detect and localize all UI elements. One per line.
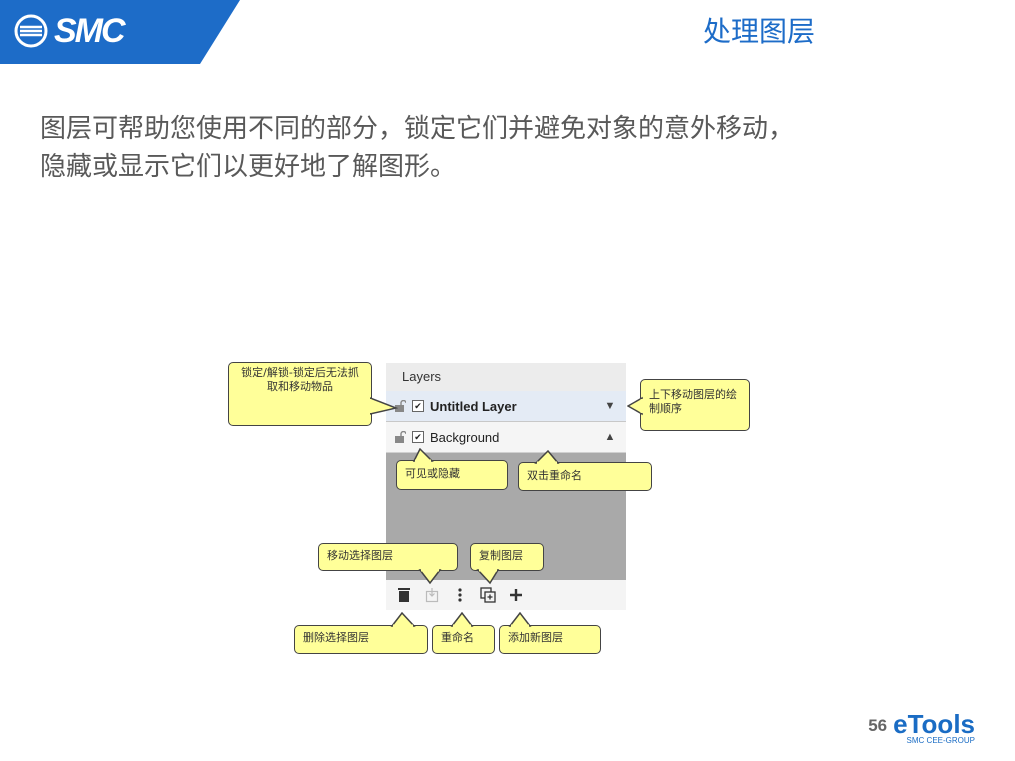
callout-duplicate-text: 复制图层 (479, 549, 523, 562)
move-to-layer-icon[interactable] (424, 587, 440, 603)
visibility-checkbox[interactable]: ✔ (412, 400, 424, 412)
callout-lock-text: 锁定/解锁-锁定后无法抓取和移动物品 (241, 366, 359, 393)
header-banner (0, 0, 240, 64)
layer-row-untitled[interactable]: ✔ Untitled Layer ▼ (386, 391, 626, 422)
callout-visible-pointer (412, 448, 434, 462)
callout-move-selection: 移动选择图层 (318, 543, 458, 571)
callout-duplicate-pointer (476, 569, 500, 585)
logo-text: SMC (54, 12, 126, 50)
callout-delete-selection-pointer (390, 612, 416, 627)
callout-move-selection-text: 移动选择图层 (327, 549, 393, 562)
layer-row-background[interactable]: ✔ Background ▲ (386, 422, 626, 453)
smc-logo-mark-icon (14, 14, 48, 48)
move-down-arrow-icon[interactable]: ▼ (604, 400, 616, 412)
page-title: 处理图层 (702, 15, 815, 48)
lock-icon[interactable] (394, 431, 406, 443)
etools-name: eTools (893, 709, 975, 739)
duplicate-icon[interactable] (480, 587, 496, 603)
etools-logo: eTools SMC CEE-GROUP (893, 709, 975, 746)
callout-visible: 可见或隐藏 (396, 460, 508, 490)
callout-order-text: 上下移动图层的绘制顺序 (649, 388, 737, 415)
callout-rename-dbl-text: 双击重命名 (527, 469, 582, 482)
move-up-arrow-icon[interactable]: ▲ (604, 431, 616, 443)
callout-order: 上下移动图层的绘制顺序 (640, 379, 750, 431)
page-number: 56 (868, 716, 888, 735)
callout-delete-selection-text: 删除选择图层 (303, 631, 369, 644)
footer: 56 eTools SMC CEE-GROUP (868, 709, 975, 746)
intro-line-1: 图层可帮助您使用不同的部分，锁定它们并避免对象的意外移动， (40, 114, 795, 144)
intro-text: 图层可帮助您使用不同的部分，锁定它们并避免对象的意外移动， 隐藏或显示它们以更好… (40, 110, 920, 186)
callout-visible-text: 可见或隐藏 (405, 467, 460, 480)
visibility-checkbox[interactable]: ✔ (412, 431, 424, 443)
more-vertical-icon[interactable] (452, 587, 468, 603)
callout-rename-text: 重命名 (441, 631, 474, 644)
callout-duplicate: 复制图层 (470, 543, 544, 571)
callout-rename: 重命名 (432, 625, 495, 654)
etools-group: SMC CEE-GROUP (906, 736, 975, 745)
layers-panel-header: Layers (386, 363, 626, 391)
smc-logo: SMC (14, 10, 126, 52)
callout-rename-dbl-pointer (534, 450, 560, 464)
callout-rename-pointer (450, 612, 474, 627)
callout-add-layer-text: 添加新图层 (508, 631, 563, 644)
layer-name[interactable]: Background (430, 429, 500, 445)
callout-add-layer-pointer (508, 612, 532, 627)
callout-rename-dbl: 双击重命名 (518, 462, 652, 491)
plus-icon[interactable] (508, 587, 524, 603)
layers-toolbar (386, 580, 626, 610)
callout-order-pointer (627, 396, 643, 416)
intro-line-2: 隐藏或显示它们以更好地了解图形。 (40, 152, 457, 182)
lock-icon[interactable] (394, 400, 406, 412)
callout-move-selection-pointer (418, 569, 442, 585)
callout-lock-pointer (370, 397, 398, 415)
layer-name[interactable]: Untitled Layer (430, 398, 517, 414)
callout-add-layer: 添加新图层 (499, 625, 601, 654)
callout-delete-selection: 删除选择图层 (294, 625, 428, 654)
callout-lock: 锁定/解锁-锁定后无法抓取和移动物品 (228, 362, 372, 426)
trash-icon[interactable] (396, 587, 412, 603)
